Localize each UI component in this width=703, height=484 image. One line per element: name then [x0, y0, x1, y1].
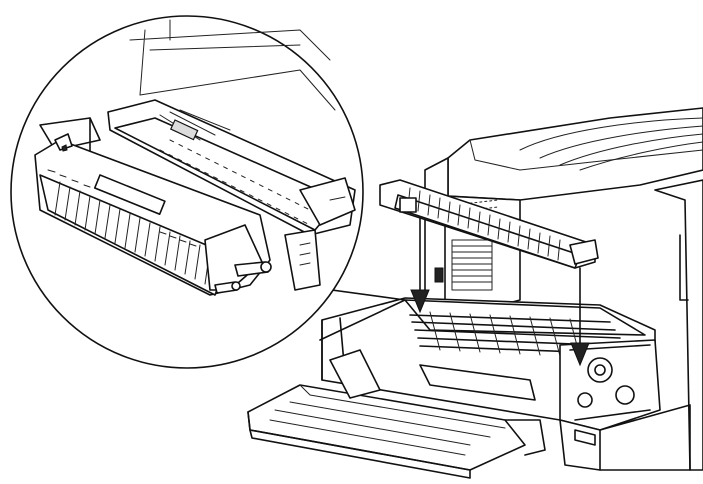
zoom-detail [34, 19, 356, 296]
vent-grille [451, 239, 493, 291]
down-arrow-icon [570, 267, 590, 367]
fuser-bay [321, 297, 691, 471]
down-arrow-icon [410, 217, 430, 314]
output-tray [247, 349, 546, 479]
fuser-cartridge [379, 179, 599, 269]
